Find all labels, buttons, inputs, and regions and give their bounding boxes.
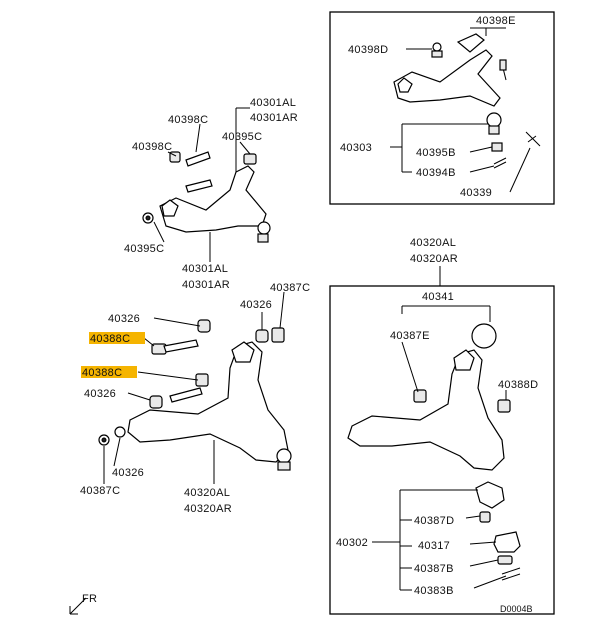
label-40387C-bottom: 40387C [80, 485, 120, 497]
upper-arm-detail-illustration [393, 33, 507, 135]
label-40388D: 40388D [498, 379, 538, 391]
label-40303: 40303 [340, 142, 372, 154]
label-40398C-left: 40398C [132, 141, 172, 153]
upper-arm-illustration [142, 151, 271, 243]
label-40395B: 40395B [416, 147, 456, 159]
highlight-40388C-a [89, 332, 145, 344]
label-40320AL: 40320AL [184, 487, 230, 499]
label-40395C-top: 40395C [222, 131, 262, 143]
label-40398C-top: 40398C [168, 114, 208, 126]
front-label: FR [82, 593, 97, 605]
label-40398E: 40398E [476, 15, 516, 27]
label-40387E: 40387E [390, 330, 430, 342]
diagram-code: D0004B [500, 604, 533, 614]
label-40387C-top: 40387C [270, 282, 310, 294]
upper-box-small-parts [491, 131, 541, 169]
label-40388C-a: 40388C [90, 333, 130, 345]
label-40394B: 40394B [416, 167, 456, 179]
label-40301AR-bottom: 40301AR [182, 279, 230, 291]
front-direction-arrow-icon [69, 597, 87, 615]
label-40395C-bottom: 40395C [124, 243, 164, 255]
label-40388C-b: 40388C [82, 367, 122, 379]
label-40301AL: 40301AL [250, 97, 296, 109]
label-40383B: 40383B [414, 585, 454, 597]
upper-arm-leaders [153, 107, 251, 262]
label-40301AL-bottom: 40301AL [182, 263, 228, 275]
highlight-40388C-b [81, 366, 137, 378]
lower-arm-detail-illustration [347, 323, 521, 581]
label-40387D: 40387D [414, 515, 454, 527]
label-40320AR-box: 40320AR [410, 253, 458, 265]
label-40320AL-box: 40320AL [410, 237, 456, 249]
label-40326-a: 40326 [108, 313, 140, 325]
label-40301AR: 40301AR [250, 112, 298, 124]
label-40302: 40302 [336, 537, 368, 549]
label-40317: 40317 [418, 540, 450, 552]
lower-arm-leaders [103, 291, 285, 484]
label-40320AR: 40320AR [184, 503, 232, 515]
label-40398D: 40398D [348, 44, 388, 56]
lower-detail-box [329, 285, 555, 615]
lower-box-leaders [372, 305, 507, 591]
upper-detail-box [329, 11, 555, 205]
upper-box-leaders [390, 27, 531, 193]
label-40326-c: 40326 [240, 299, 272, 311]
label-40339: 40339 [460, 187, 492, 199]
label-40326-d: 40326 [112, 467, 144, 479]
label-40341: 40341 [422, 291, 454, 303]
lower-arm-illustration [98, 319, 292, 471]
label-40326-b: 40326 [84, 388, 116, 400]
label-40387B: 40387B [414, 563, 454, 575]
